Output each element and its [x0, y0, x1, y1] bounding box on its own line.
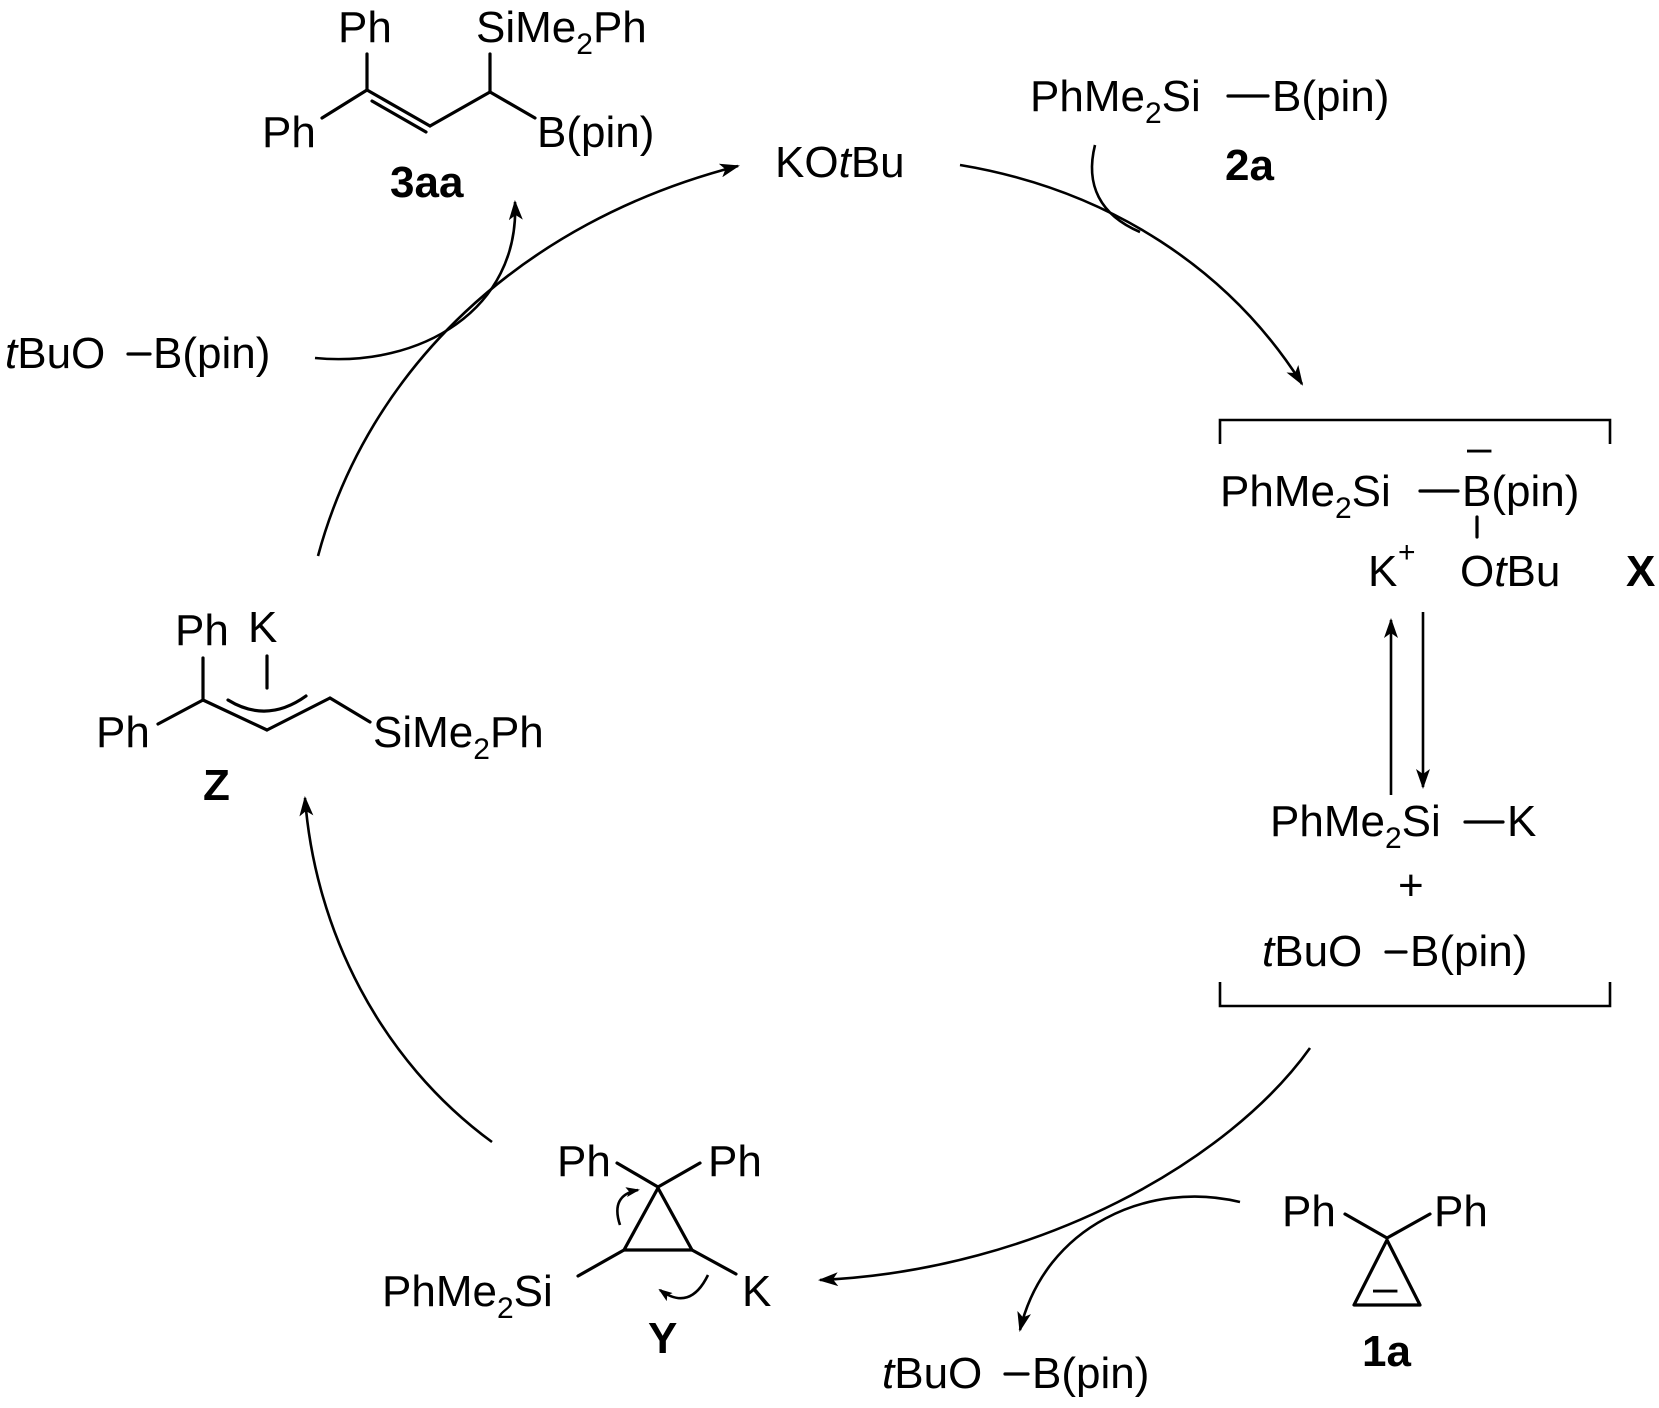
svg-text:Ph: Ph: [262, 108, 316, 157]
svg-text:Ph: Ph: [175, 606, 229, 655]
svg-text:Ph: Ph: [557, 1137, 611, 1186]
svg-text:PhMe2Si: PhMe2Si: [1220, 467, 1391, 525]
svg-text:tBuO: tBuO: [882, 1349, 982, 1398]
svg-text:K: K: [248, 603, 277, 652]
svg-text:PhMe2Si: PhMe2Si: [1030, 72, 1201, 130]
product-3aa: Ph Ph SiMe2Ph B(pin) 3aa: [262, 3, 654, 207]
arrow-catalyst-to-x: [959, 163, 1304, 386]
electron-push-arrow-lower: [658, 1274, 710, 1302]
label-y: Y: [648, 1314, 677, 1363]
svg-text:K: K: [1368, 547, 1397, 596]
label-2a: 2a: [1225, 141, 1274, 190]
intermediate-y: Ph Ph PhMe2Si K Y: [382, 1137, 771, 1363]
svg-text:Ph: Ph: [1434, 1187, 1488, 1236]
arrow-1a-joins-ester-leaves: [1017, 1195, 1241, 1332]
svg-text:B(pin): B(pin): [1462, 467, 1579, 516]
svg-text:K: K: [742, 1267, 771, 1316]
electron-push-arrow-upper: [616, 1187, 640, 1226]
svg-text:SiMe2Ph: SiMe2Ph: [476, 3, 647, 61]
svg-text:+: +: [1398, 536, 1416, 569]
svg-text:+: +: [1398, 861, 1424, 910]
intermediate-x-bracket: PhMe2Si B(pin) – K + OtBu X PhMe2Si K + …: [1218, 418, 1655, 1008]
svg-text:Ph: Ph: [96, 708, 150, 757]
svg-text:–: –: [1373, 1263, 1398, 1312]
svg-text:Ph: Ph: [338, 3, 392, 52]
label-1a: 1a: [1362, 1327, 1411, 1376]
label-x: X: [1626, 547, 1655, 596]
svg-text:B(pin): B(pin): [153, 329, 270, 378]
svg-text:tBuO: tBuO: [1262, 927, 1362, 976]
arrow-y-to-z: [299, 796, 493, 1144]
svg-text:B(pin): B(pin): [537, 108, 654, 157]
svg-text:tBuO: tBuO: [5, 329, 105, 378]
svg-text:Ph: Ph: [708, 1137, 762, 1186]
byproduct-tbuo-bpin-top: tBuO B(pin): [5, 329, 270, 378]
svg-text:–: –: [1467, 423, 1492, 472]
svg-text:PhMe2Si: PhMe2Si: [1270, 797, 1441, 855]
svg-text:K: K: [1507, 797, 1536, 846]
svg-text:KOtBu: KOtBu: [775, 138, 905, 187]
arrow-2a-joins: [1090, 144, 1141, 234]
label-z: Z: [203, 761, 230, 810]
arrow-x-to-y: [818, 1047, 1312, 1287]
svg-text:B(pin): B(pin): [1272, 72, 1389, 121]
svg-text:B(pin): B(pin): [1410, 927, 1527, 976]
svg-text:OtBu: OtBu: [1460, 547, 1560, 596]
svg-text:SiMe2Ph: SiMe2Ph: [373, 708, 544, 766]
reagent-2a: PhMe2Si B(pin) 2a: [1030, 72, 1389, 190]
label-3aa: 3aa: [390, 158, 464, 207]
svg-text:Ph: Ph: [1282, 1187, 1336, 1236]
arrow-product-release: [314, 200, 523, 361]
arrow-z-to-catalyst: [316, 163, 740, 557]
byproduct-tbuo-bpin-bottom: tBuO B(pin): [882, 1349, 1149, 1398]
svg-text:B(pin): B(pin): [1032, 1349, 1149, 1398]
catalyst-kotbu: KOtBu: [775, 138, 905, 187]
intermediate-z: Ph Ph K SiMe2Ph Z: [96, 603, 544, 810]
reagent-1a: Ph Ph – 1a: [1282, 1187, 1488, 1376]
svg-text:PhMe2Si: PhMe2Si: [382, 1267, 553, 1325]
